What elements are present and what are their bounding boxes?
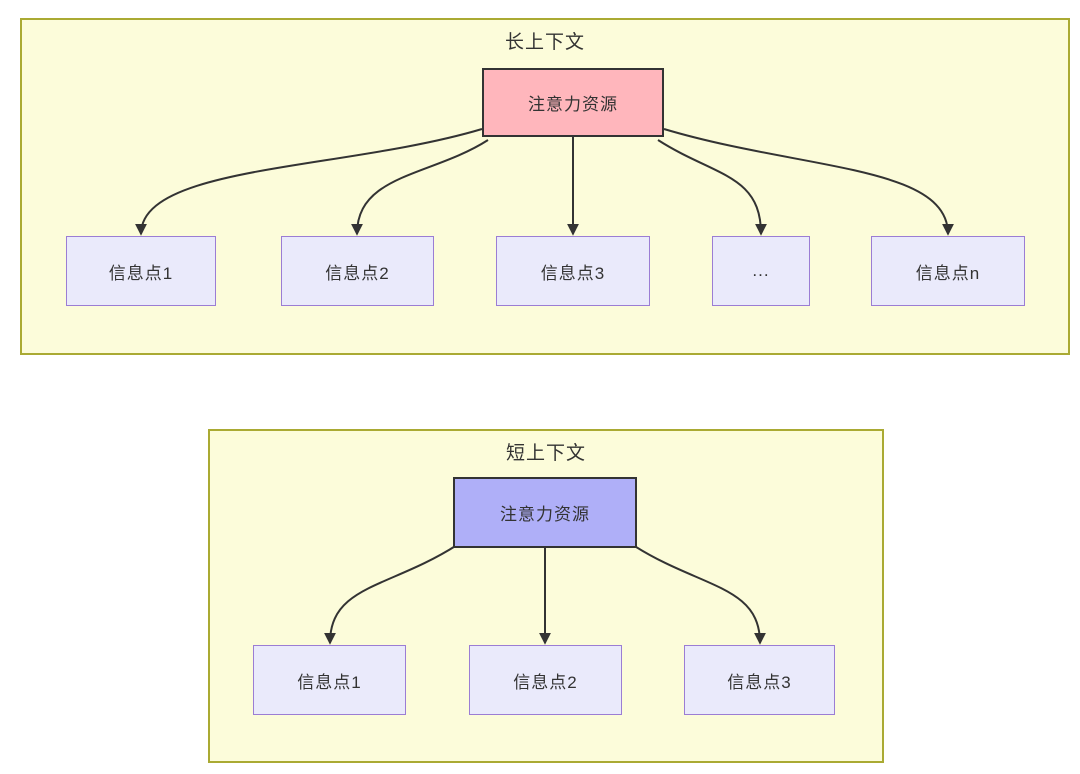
cluster-long-context-title: 长上下文 <box>504 32 585 53</box>
node-short-info-point-2: 信息点2 <box>469 645 622 715</box>
node-long-info-point-1: 信息点1 <box>66 236 216 306</box>
node-short-info-point-3: 信息点3 <box>684 645 835 715</box>
node-long-info-point-n: 信息点n <box>871 236 1025 306</box>
node-short-info-point-1: 信息点1 <box>253 645 406 715</box>
node-long-info-point-2: 信息点2 <box>281 236 434 306</box>
node-attention-resource-short: 注意力资源 <box>453 477 637 548</box>
node-long-info-ellipsis: ... <box>712 236 810 306</box>
node-long-info-point-3: 信息点3 <box>496 236 650 306</box>
node-attention-resource-long: 注意力资源 <box>482 68 664 137</box>
cluster-short-context-title: 短上下文 <box>505 443 586 464</box>
